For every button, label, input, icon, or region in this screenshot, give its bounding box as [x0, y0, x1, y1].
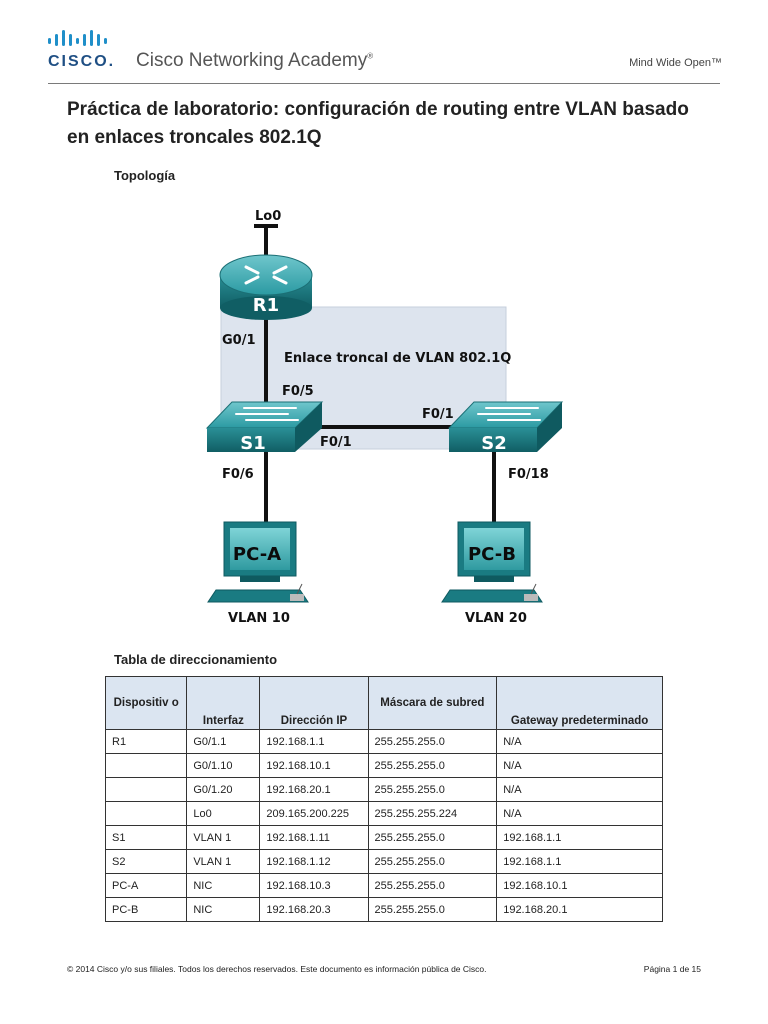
- table-cell: [104, 753, 188, 778]
- table-cell: NIC: [186, 873, 261, 898]
- copyright-text: © 2014 Cisco y/o sus filiales. Todos los…: [67, 964, 487, 974]
- table-cell: G0/1.20: [186, 777, 261, 802]
- column-header-device: Dispositiv o: [104, 676, 188, 730]
- vlan-b-label: VLAN 20: [465, 611, 527, 626]
- table-cell: 192.168.10.1: [496, 873, 663, 898]
- table-cell: 255.255.255.0: [367, 729, 498, 754]
- header-divider: [48, 83, 720, 84]
- page-number: Página 1 de 15: [643, 964, 701, 974]
- s2-trunk-port-label: F0/1: [422, 407, 454, 422]
- table-cell: PC-B: [104, 897, 188, 922]
- pc-a-label: PC-A: [233, 544, 281, 565]
- table-cell: G0/1.10: [186, 753, 261, 778]
- pc-a-icon: [207, 521, 309, 603]
- topology-diagram: R1 S1 S2 PC-A: [205, 209, 564, 626]
- table-cell: 192.168.10.1: [259, 753, 369, 778]
- column-header-interface: Interfaz: [186, 676, 261, 730]
- router-label: R1: [253, 295, 279, 316]
- table-row: PC-A NIC 192.168.10.3 255.255.255.0 192.…: [104, 873, 663, 898]
- table-cell: 255.255.255.0: [367, 897, 498, 922]
- table-cell: 192.168.20.1: [496, 897, 663, 922]
- table-cell: Lo0: [186, 801, 261, 826]
- table-cell: 192.168.1.1: [259, 729, 369, 754]
- cisco-logo-bars: [48, 30, 107, 46]
- vlan-a-label: VLAN 10: [228, 611, 290, 626]
- table-cell: 192.168.20.3: [259, 897, 369, 922]
- switch-s1-icon: [205, 401, 324, 452]
- table-row: Lo0 209.165.200.225 255.255.255.224 N/A: [104, 801, 663, 826]
- table-cell: PC-A: [104, 873, 188, 898]
- table-row: R1 G0/1.1 192.168.1.1 255.255.255.0 N/A: [104, 729, 663, 754]
- academy-name: Cisco Networking Academy®: [136, 50, 374, 71]
- router-port-label: G0/1: [222, 333, 256, 348]
- table-cell: R1: [104, 729, 188, 754]
- table-cell: 255.255.255.0: [367, 849, 498, 874]
- table-cell: 255.255.255.0: [367, 777, 498, 802]
- table-row: G0/1.20 192.168.20.1 255.255.255.0 N/A: [104, 777, 663, 802]
- table-cell: N/A: [496, 777, 663, 802]
- column-header-gateway: Gateway predeterminado: [496, 676, 663, 730]
- addressing-table: Dispositiv o Interfaz Dirección IP Másca…: [104, 676, 663, 922]
- s2-down-port-label: F0/18: [508, 467, 549, 482]
- switch-s2-label: S2: [481, 433, 507, 454]
- tagline: Mind Wide Open™: [629, 57, 722, 69]
- table-cell: 255.255.255.0: [367, 753, 498, 778]
- cisco-logo-text: CISCO.: [48, 53, 116, 70]
- table-cell: 192.168.1.11: [259, 825, 369, 850]
- table-cell: 255.255.255.0: [367, 873, 498, 898]
- table-cell: N/A: [496, 753, 663, 778]
- table-cell: [104, 777, 188, 802]
- pc-b-icon: [441, 521, 543, 603]
- switch-s1-label: S1: [240, 433, 266, 454]
- table-cell: 192.168.1.1: [496, 825, 663, 850]
- column-header-ip: Dirección IP: [259, 676, 369, 730]
- table-cell: VLAN 1: [186, 849, 261, 874]
- s1-up-port-label: F0/5: [282, 384, 314, 399]
- table-cell: 255.255.255.224: [367, 801, 498, 826]
- table-cell: G0/1.1: [186, 729, 261, 754]
- topology-heading: Topología: [114, 168, 176, 183]
- column-header-mask: Máscara de subred: [367, 676, 498, 730]
- s1-down-port-label: F0/6: [222, 467, 254, 482]
- pc-b-label: PC-B: [468, 544, 516, 565]
- document-title: Práctica de laboratorio: configuración d…: [67, 99, 689, 148]
- table-cell: NIC: [186, 897, 261, 922]
- table-row: S2 VLAN 1 192.168.1.12 255.255.255.0 192…: [104, 849, 663, 874]
- table-cell: 192.168.1.12: [259, 849, 369, 874]
- table-cell: 255.255.255.0: [367, 825, 498, 850]
- router-icon: [219, 254, 313, 320]
- addressing-table-heading: Tabla de direccionamiento: [114, 652, 278, 667]
- table-cell: 209.165.200.225: [259, 801, 369, 826]
- table-cell: 192.168.20.1: [259, 777, 369, 802]
- table-cell: 192.168.1.1: [496, 849, 663, 874]
- table-cell: S1: [104, 825, 188, 850]
- table-cell: [104, 801, 188, 826]
- table-cell: N/A: [496, 801, 663, 826]
- s1-trunk-port-label: F0/1: [320, 435, 352, 450]
- table-cell: N/A: [496, 729, 663, 754]
- table-cell: S2: [104, 849, 188, 874]
- table-row: S1 VLAN 1 192.168.1.11 255.255.255.0 192…: [104, 825, 663, 850]
- table-row: PC-B NIC 192.168.20.3 255.255.255.0 192.…: [104, 897, 663, 922]
- switch-s2-icon: [447, 401, 564, 452]
- trunk-label: Enlace troncal de VLAN 802.1Q: [284, 351, 511, 366]
- table-header-row: Dispositiv o Interfaz Dirección IP Másca…: [104, 676, 663, 730]
- table-row: G0/1.10 192.168.10.1 255.255.255.0 N/A: [104, 753, 663, 778]
- loopback-label: Lo0: [255, 209, 281, 224]
- table-cell: 192.168.10.3: [259, 873, 369, 898]
- table-cell: VLAN 1: [186, 825, 261, 850]
